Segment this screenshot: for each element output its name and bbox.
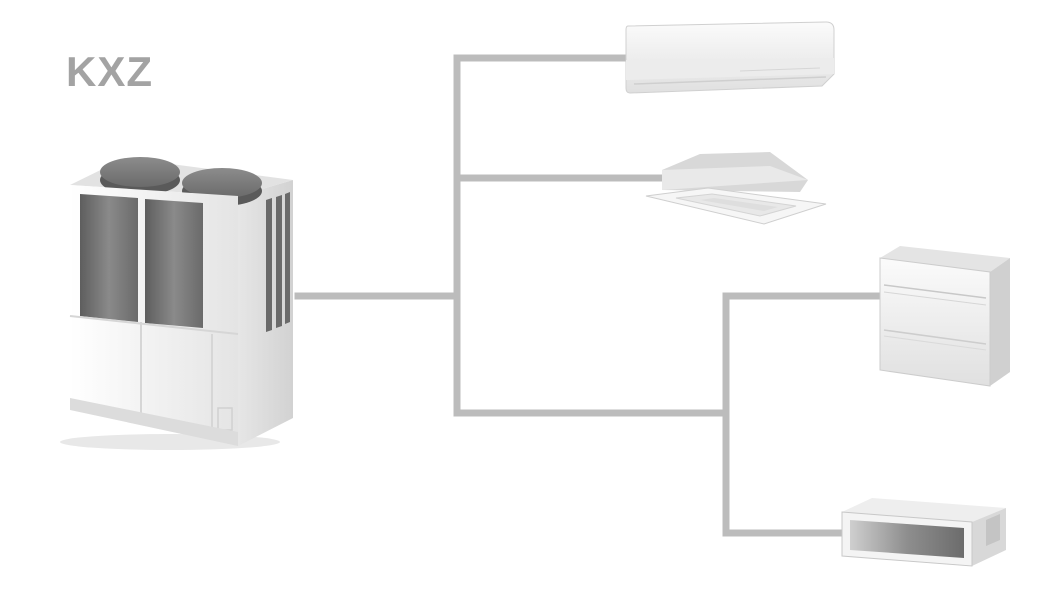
floor-console-icon: [879, 246, 1010, 387]
wall-mounted-ac-icon: [625, 21, 835, 94]
ceiling-cassette-icon: [645, 152, 827, 225]
outdoor-condenser-icon: [60, 157, 293, 450]
pipe-network: [294, 54, 884, 537]
ducted-unit-icon: [841, 498, 1006, 567]
brand-title: KXZ: [66, 48, 153, 95]
